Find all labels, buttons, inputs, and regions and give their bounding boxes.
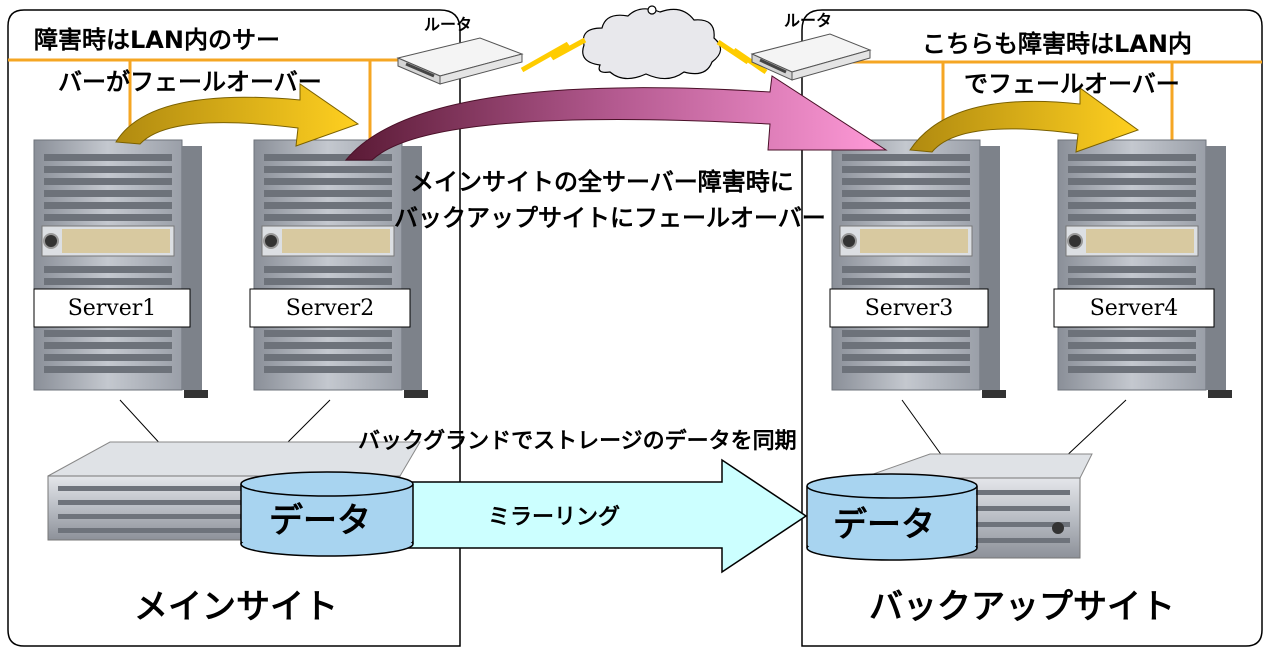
cloud-icon bbox=[582, 5, 722, 80]
main-failover-line2: バーがフェールオーバー bbox=[58, 68, 322, 96]
router-icon bbox=[750, 33, 872, 81]
server-tower-icon bbox=[33, 139, 209, 399]
backup-failover-line2: でフェールオーバー bbox=[964, 70, 1180, 98]
main-site-label: メインサイト bbox=[134, 587, 338, 627]
disk-cylinder-icon bbox=[240, 471, 414, 557]
background-sync-label: バックグランドでストレージのデータを同期 bbox=[358, 428, 797, 454]
data-label-right: データ bbox=[833, 505, 935, 545]
backup-site-frame bbox=[801, 9, 1263, 647]
router-icon bbox=[396, 37, 524, 85]
failover-arrow-site bbox=[344, 75, 888, 161]
disk-cylinder-icon bbox=[806, 473, 978, 561]
backup-failover-line1: こちらも障害時はLAN内 bbox=[922, 30, 1192, 58]
server-name: Server3 bbox=[865, 296, 954, 321]
server-label-3: Server3 bbox=[829, 288, 989, 328]
server-name: Server4 bbox=[1090, 296, 1179, 321]
backup-site-label: バックアップサイト bbox=[869, 587, 1175, 627]
server-tower-icon bbox=[831, 139, 1007, 399]
router-label-right: ルータ bbox=[784, 11, 832, 30]
mirroring-arrow bbox=[389, 458, 808, 574]
data-label-left: データ bbox=[269, 501, 371, 541]
router-label-left: ルータ bbox=[424, 15, 472, 34]
main-failover-line1: 障害時はLAN内のサー bbox=[34, 26, 280, 54]
lightning-right bbox=[716, 39, 768, 75]
server-tower-icon bbox=[1057, 139, 1233, 399]
storage-array-icon bbox=[47, 441, 421, 541]
failover-arrow-backup bbox=[909, 87, 1140, 153]
server-label-4: Server4 bbox=[1053, 288, 1215, 328]
server-label-1: Server1 bbox=[33, 288, 191, 328]
site-failover-line1: メインサイトの全サーバー障害時に bbox=[410, 168, 794, 196]
lightning-left bbox=[520, 37, 587, 73]
server-name: Server2 bbox=[286, 296, 375, 321]
server-label-2: Server2 bbox=[249, 288, 411, 328]
main-site-frame bbox=[7, 9, 461, 647]
failover-arrow-main bbox=[115, 83, 360, 147]
mirroring-label: ミラーリング bbox=[488, 504, 620, 530]
server-tower-icon bbox=[253, 139, 429, 399]
server-name: Server1 bbox=[68, 296, 157, 321]
lan-lines bbox=[8, 58, 1262, 150]
site-failover-line2: バックアップサイトにフェールオーバー bbox=[394, 204, 826, 232]
